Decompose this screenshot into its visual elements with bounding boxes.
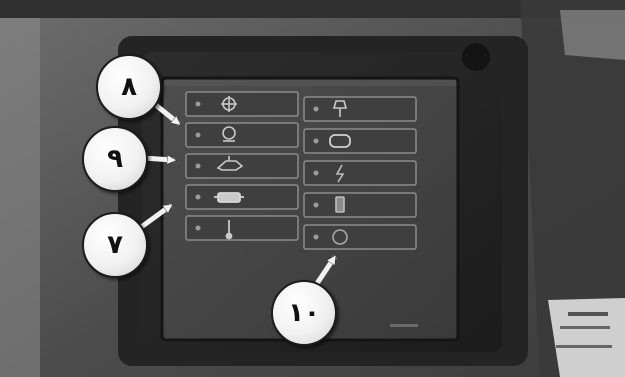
fuel-pump-icon xyxy=(332,100,348,117)
light-slot xyxy=(303,160,417,186)
headlight-icon xyxy=(221,96,237,112)
arrow-8 xyxy=(149,99,178,123)
right-light-column xyxy=(303,96,417,250)
oil-can-icon xyxy=(216,156,244,171)
arrow-9 xyxy=(140,158,173,160)
callout-9: ٩ xyxy=(82,126,148,192)
round-indicator-icon xyxy=(332,229,348,245)
callout-7: ٧ xyxy=(82,212,148,278)
arrow-10 xyxy=(315,258,334,285)
parking-light-icon xyxy=(222,126,236,142)
temperature-icon xyxy=(225,220,233,240)
left-light-column xyxy=(185,91,299,241)
panel-marking xyxy=(390,324,418,327)
callout-arrows xyxy=(137,99,334,285)
light-slot xyxy=(303,128,417,154)
light-slot xyxy=(303,224,417,250)
callout-10: ١٠ xyxy=(271,280,337,346)
fuel-level-icon xyxy=(335,196,345,213)
light-slot xyxy=(303,192,417,218)
brake-warning-icon xyxy=(329,134,351,148)
callout-8: ٨ xyxy=(96,54,162,120)
light-slot xyxy=(185,91,299,117)
lightning-icon xyxy=(335,164,345,183)
light-slot xyxy=(185,122,299,148)
light-slot xyxy=(303,96,417,122)
light-slot xyxy=(185,215,299,241)
arrow-7 xyxy=(137,206,170,231)
battery-icon xyxy=(214,192,244,203)
